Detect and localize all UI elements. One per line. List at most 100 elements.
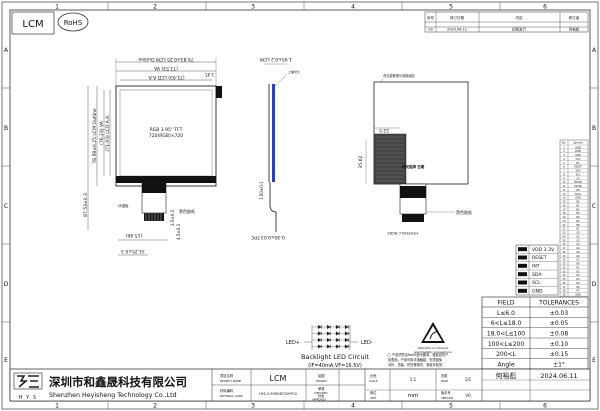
company-logo-icon: H Y S: [13, 372, 43, 401]
tb-scale: 1:1: [410, 377, 417, 382]
side-fpc-bend: [269, 182, 277, 232]
pin-symbol: CS: [576, 177, 580, 180]
tol-value: ±0.05: [550, 320, 569, 327]
pin-number: 9: [563, 177, 565, 180]
tol-header-field: FIELD: [498, 300, 515, 307]
row-label-e: E: [4, 357, 8, 364]
front-fpc-note: 补强板: [118, 203, 129, 208]
row-label-a-right: A: [592, 47, 597, 54]
led-diode-icon: [335, 324, 340, 330]
touch-pin-label: SCL: [532, 280, 541, 286]
tb-drawn-en: DRAWN: [316, 379, 327, 383]
back-dim-b: 35.62: [358, 155, 364, 168]
pin-symbol: B0: [576, 201, 580, 204]
dim-va-height: (76.23) VA: [99, 120, 105, 145]
side-pol-label: 上偏光片: [288, 69, 300, 74]
side-view: 1.95±0.2 LCM 上偏光片 1.00±0.1 0.30±0.03 FPC: [251, 56, 300, 240]
note-bullet-icon: [387, 353, 391, 357]
tb-version: V0: [465, 393, 471, 398]
row-label-c-right: C: [592, 203, 596, 210]
pin-symbol: G3: [576, 243, 580, 246]
rev-row1-c3: 初版发行: [512, 27, 526, 32]
side-panel: [272, 84, 275, 182]
tolerance-table: FIELD TOLERANCES L≤6.0±0.036<L≤18.0±0.05…: [481, 296, 589, 370]
title-block: H Y S 深圳市和鑫晟科技有限公司 Shenzhen Heyisheng Te…: [9, 368, 591, 402]
pin-number: 11: [562, 185, 566, 188]
pin-number: 34: [562, 274, 566, 277]
led-diode-icon: [335, 344, 340, 349]
pin-symbol: G2: [576, 239, 580, 242]
tol-value: ±0.10: [550, 341, 569, 348]
lcm-outline: [115, 85, 217, 187]
pin-number: 14: [562, 197, 566, 200]
touch-pin-label: SDA: [532, 272, 542, 278]
led-diode-icon: [326, 337, 331, 343]
fpc-gold-fingers: [144, 213, 164, 221]
back-view: 背光源铁框与泡棉组合 背光铭牌 日期 22.5 35.62 黑色胶纸 H: [358, 73, 472, 235]
pin-symbol: R0: [576, 263, 580, 266]
back-dim-a: 22.5: [379, 127, 389, 133]
pin-number: 8: [563, 173, 565, 176]
pin-number: 39: [562, 294, 566, 297]
dim-fpc-total: 87.53±0.3: [83, 193, 89, 217]
pin-symbol: R5: [576, 282, 580, 285]
led-diode-icon: [335, 331, 340, 336]
pin-number: 2: [563, 150, 565, 153]
backlight-subtitle: (IF=40mA,VF=16.5V): [308, 363, 362, 369]
pin-symbol: G0: [576, 232, 580, 235]
pin-symbol: GND: [575, 197, 581, 200]
tb-approved-label: 批准: [318, 393, 324, 398]
esd-warning: Attention to observe electrostatic preca…: [414, 322, 452, 354]
dim-stiffener: 1.00±0.1: [259, 181, 264, 200]
pin-header-no: No.: [562, 141, 566, 145]
tb-project-label: 项目名称: [220, 373, 234, 378]
rohs-logo-icon: [57, 12, 89, 32]
front-center-line2: 720(RGB)×720: [149, 133, 183, 139]
pin-number: 1: [563, 146, 565, 149]
tol-value: ±0.03: [550, 310, 569, 317]
pin-symbol: PCLK: [575, 193, 581, 196]
led-diode-icon: [344, 331, 349, 336]
led-diode-icon: [317, 344, 322, 349]
tb-version-en: VERSION: [441, 396, 453, 400]
lcm-label-box: [11, 11, 55, 35]
lcm-side-tab: [216, 86, 222, 98]
touch-pin-pad: [518, 272, 527, 277]
pin-symbol: B3: [576, 212, 580, 215]
back-fpc-hatched: [373, 133, 407, 185]
pin-number: 33: [562, 270, 566, 273]
company-name-en: Shenzhen Heyisheng Technology Co.,Ltd: [49, 392, 177, 399]
revision-table: 序号 修订日期 内容 修订者 V0 2024.06.11 初版发行 何裕彪: [424, 11, 589, 33]
rev-row1-c2: 2024.06.11: [447, 28, 467, 32]
led-diode-icon: [326, 344, 331, 349]
col-label-3: 3: [251, 4, 255, 11]
note-line-3: 对折、扭曲、挤压等操作，需轻拿轻放: [388, 362, 443, 367]
note-line-1: 产品须符合RoHS指令要求，避免损伤产: [392, 352, 448, 357]
fpc-tail-black: [142, 183, 166, 193]
pin-symbol: LEDK: [575, 150, 582, 153]
dim-fpc-small: 4.5±0.3: [176, 223, 181, 240]
tb-page: 1/1: [465, 377, 472, 382]
esd-caption-2: electrostatic precautions: [414, 350, 452, 354]
pin-number: 36: [562, 282, 566, 285]
dim-aa-width: (71.93) LCD A.A.: [147, 74, 184, 80]
led-minus-label: LED-: [361, 340, 373, 346]
notes-block: 产品须符合RoHS指令要求，避免损伤产 品表面，产品可用手指触碰，但须避免 对折…: [387, 352, 448, 367]
touch-pin-pad: [518, 255, 527, 260]
front-tape-label: 黑色胶纸: [179, 208, 195, 214]
pin-symbol: B6: [576, 224, 580, 227]
pin-symbol: LEDA: [575, 146, 582, 149]
dim-va-width: (71.53) VA: [153, 65, 178, 71]
pin-symbol: GND: [575, 154, 581, 157]
lcm-bottom-black-border: [116, 176, 216, 183]
pin-symbol: G7: [576, 259, 580, 262]
tol-field: 200<L: [496, 351, 516, 358]
pin-symbol: R7: [576, 290, 580, 293]
touch-pin-label: VDD 3.3V: [532, 247, 555, 253]
back-hatching: [376, 136, 404, 182]
tb-approved-en: APPROVED: [312, 398, 326, 402]
column-markers: 1 2 3 4 5 6 1 2 3 4 5 6: [55, 2, 547, 410]
pin-number: 24: [562, 235, 566, 238]
